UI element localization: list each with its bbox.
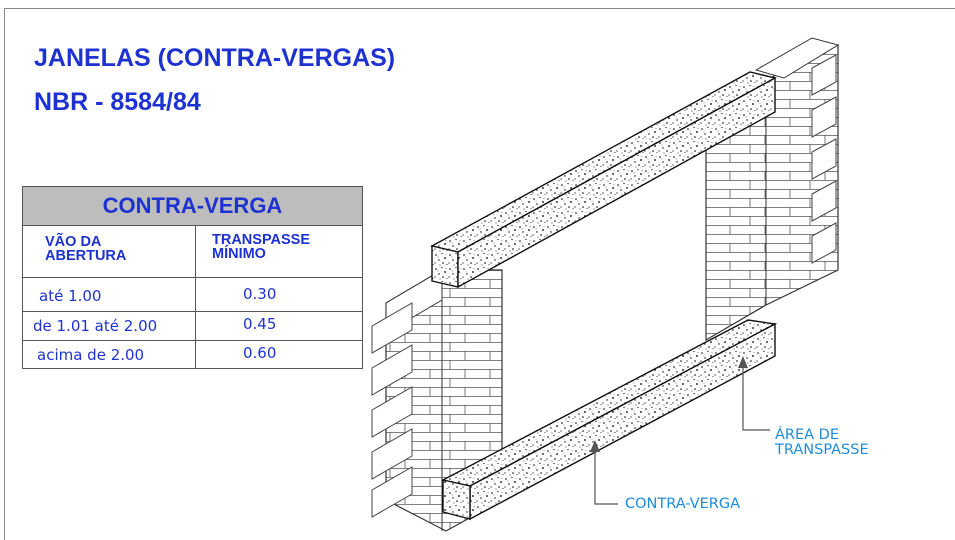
table-cell-vao: de 1.01 até 2.00: [33, 317, 158, 335]
row-divider: [23, 340, 362, 341]
page-subtitle: NBR - 8584/84: [34, 88, 201, 116]
table-header: CONTRA-VERGA: [23, 187, 362, 226]
callout-area-leader: [738, 356, 770, 431]
column-divider: [195, 225, 196, 368]
callout-contraverga-leader: [590, 440, 618, 505]
row-divider: [23, 277, 362, 278]
drawing-frame: [4, 8, 955, 540]
page-title: JANELAS (CONTRA-VERGAS): [34, 44, 396, 72]
table-cell-vao: acima de 2.00: [37, 346, 145, 364]
callout-contra-verga: CONTRA-VERGA: [625, 496, 741, 512]
table-cell-min: 0.30: [243, 285, 277, 303]
table-cell-vao: até 1.00: [39, 287, 102, 305]
table-cell-min: 0.60: [243, 344, 277, 362]
table-cell-min: 0.45: [243, 315, 277, 333]
column-header-transpasse: TRANSPASSE MÍNIMO: [212, 232, 311, 262]
top-lintel: [430, 71, 777, 289]
column-header-vao: VÃO DA ABERTURA: [45, 234, 127, 264]
callout-area-de-transpasse: ÁREA DE TRANSPASSE: [775, 427, 869, 458]
row-divider: [23, 311, 362, 312]
bottom-sill-contra-verga: [440, 319, 778, 521]
contra-verga-table: CONTRA-VERGA VÃO DA ABERTURA TRANSPASSE …: [22, 186, 363, 369]
